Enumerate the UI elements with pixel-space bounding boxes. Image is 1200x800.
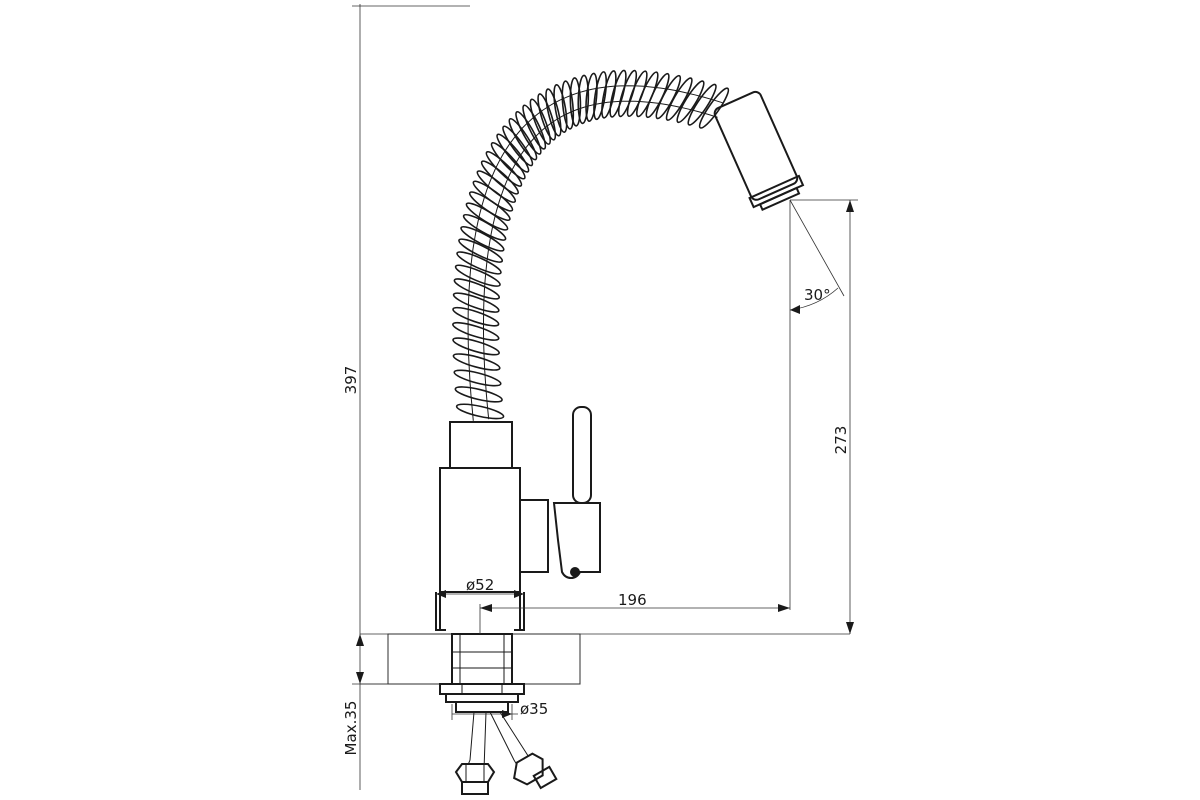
spring-coil (577, 74, 590, 125)
mounting-shank (439, 633, 525, 713)
spring-coil (472, 180, 514, 212)
dimension-spout-height: 273 (790, 199, 858, 634)
spring-coil (522, 104, 547, 150)
spring-coil (452, 321, 500, 341)
spring-coil (553, 84, 568, 133)
hose-core-edge (467, 85, 723, 421)
spring-coil (452, 337, 500, 356)
hose-core-edge (483, 100, 718, 420)
spring-coil (502, 125, 534, 167)
spring-coil (468, 191, 511, 221)
spring-coil (458, 238, 504, 263)
dimension-total-height: 397 (342, 4, 470, 634)
spring-coil (698, 87, 730, 129)
spring-coil (585, 72, 598, 122)
spring-coil (490, 142, 526, 180)
supply-hoses (454, 711, 558, 795)
spring-coil (452, 292, 500, 313)
spring-coil (485, 150, 523, 187)
spring-coil (609, 69, 627, 118)
spring-coil (508, 118, 538, 161)
spring-coil (496, 133, 530, 173)
spray-angle-label: 30° (804, 286, 831, 304)
countertop-section (360, 633, 850, 685)
reach-label: 196 (618, 591, 647, 609)
spring-coil (480, 160, 519, 195)
spring-coil (460, 225, 505, 252)
spray-head (713, 90, 805, 212)
spring-coil (537, 93, 557, 141)
faucet-body (435, 421, 549, 631)
spring-coil (456, 251, 502, 275)
dimension-reach: 196 (479, 591, 790, 634)
spring-coil (515, 110, 542, 155)
base-diameter-label: ø52 (466, 576, 494, 594)
dimension-countertop-thickness: Max.35 (342, 634, 388, 790)
spring-coil (676, 80, 705, 124)
spring-coil (687, 83, 717, 126)
spring-coil (455, 403, 505, 420)
dimension-spray-angle: 30° (789, 199, 845, 610)
dimension-shank-diameter: ø35 (451, 700, 548, 720)
spout-height-label: 273 (832, 426, 850, 455)
shank-diameter-label: ø35 (520, 700, 548, 718)
spring-coil (617, 69, 638, 118)
spring-coil (453, 369, 502, 387)
spring-coil (476, 170, 517, 203)
total-height-label: 397 (342, 366, 360, 395)
spring-coil (601, 70, 617, 119)
spring-coil (665, 77, 693, 121)
dimension-base-diameter: ø52 (436, 576, 524, 598)
spring-coil (453, 278, 501, 300)
spring-spout (452, 69, 730, 421)
spring-coil (452, 306, 500, 327)
spring-coil (569, 77, 582, 127)
spring-coil (529, 98, 551, 145)
spring-coil (452, 353, 501, 371)
lever-handle (552, 406, 601, 579)
spring-coil (561, 80, 575, 130)
spring-coil (454, 264, 501, 287)
spring-coil (593, 71, 608, 121)
countertop-thickness-label: Max.35 (342, 701, 360, 756)
spring-coil (545, 88, 562, 137)
spring-coil (454, 386, 503, 403)
